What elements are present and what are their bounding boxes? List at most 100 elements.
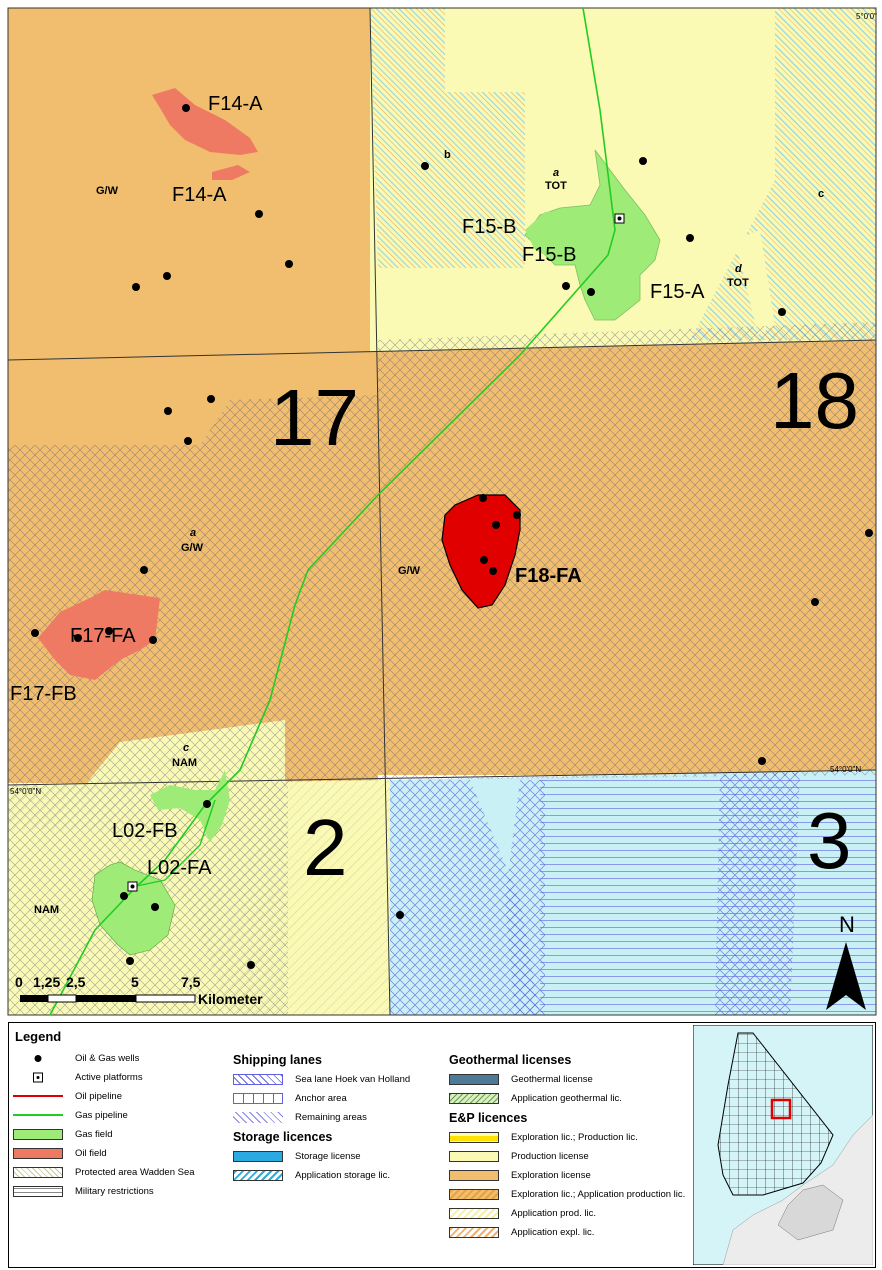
sea-lane-middle bbox=[505, 780, 545, 1015]
active-platforms bbox=[127, 213, 625, 892]
exploration-app-production-icon bbox=[449, 1188, 499, 1200]
gas-pipeline-main bbox=[49, 7, 616, 1016]
scale-tick-2: 2,5 bbox=[66, 974, 86, 990]
exploration-production-icon bbox=[449, 1131, 499, 1143]
license-letter-a-f15: a bbox=[553, 167, 559, 179]
scale-tick-1: 1,25 bbox=[33, 974, 60, 990]
diagonal-hatch-icon bbox=[13, 1166, 63, 1178]
legend-label-ep-6: Application expl. lic. bbox=[511, 1226, 595, 1238]
sea-lane-east bbox=[715, 772, 800, 1015]
application-expl-icon bbox=[449, 1226, 499, 1238]
field-label-l02fb: L02-FB bbox=[112, 820, 178, 842]
license-letter-d: d bbox=[735, 263, 742, 275]
coord-label-right: 54°0'0"N bbox=[830, 765, 861, 774]
storage-application-c-orange bbox=[690, 8, 876, 340]
license-letter-b: b bbox=[444, 149, 451, 161]
field-label-f14a-1: F14-A bbox=[208, 93, 263, 115]
legend-label-geothermal: Geothermal license bbox=[511, 1073, 593, 1085]
production-area-d bbox=[735, 230, 775, 335]
production-license-icon bbox=[449, 1150, 499, 1162]
overview-inset-map bbox=[693, 1025, 873, 1265]
restricted-crosshatch bbox=[8, 322, 876, 1015]
legend-item-gas-pipeline: Gas pipeline bbox=[13, 1108, 128, 1122]
legend-item-ep-4: Exploration lic.; Application production… bbox=[449, 1187, 685, 1201]
field-label-f14a-2: F14-A bbox=[172, 184, 227, 206]
legend-label-ep-2: Production license bbox=[511, 1150, 589, 1162]
legend-label-ep-1: Exploration lic.; Production lic. bbox=[511, 1131, 638, 1143]
legend-item-ep-3: Exploration license bbox=[449, 1168, 591, 1182]
green-fill-icon bbox=[13, 1128, 63, 1140]
scale-unit: Kilometer bbox=[198, 991, 263, 1007]
legend-label-wadden: Protected area Wadden Sea bbox=[75, 1166, 195, 1178]
legend-item-sea-lane: Sea lane Hoek van Holland bbox=[233, 1072, 410, 1086]
license-letter-c-l02: c bbox=[183, 742, 189, 754]
operator-label-nam-l02: NAM bbox=[34, 904, 59, 916]
operator-label-tot-d: TOT bbox=[727, 277, 749, 289]
well-dot-icon bbox=[34, 1054, 42, 1062]
sea-lane-icon bbox=[233, 1073, 283, 1085]
shipping-heading: Shipping lanes bbox=[233, 1053, 322, 1067]
operator-label-gw-f14: G/W bbox=[96, 185, 119, 197]
legend-label-anchor: Anchor area bbox=[295, 1092, 347, 1104]
field-label-f15b-2: F15-B bbox=[522, 244, 576, 266]
geothermal-heading: Geothermal licenses bbox=[449, 1053, 572, 1067]
storage-application-b-bg bbox=[370, 8, 525, 268]
legend-item-remaining: Remaining areas bbox=[233, 1110, 367, 1124]
legend-label-ep-3: Exploration license bbox=[511, 1169, 591, 1181]
legend-label-gas-pipeline: Gas pipeline bbox=[75, 1109, 128, 1121]
legend-item-gas-field: Gas field bbox=[13, 1127, 113, 1141]
legend-label-ep-5: Application prod. lic. bbox=[511, 1207, 597, 1219]
license-map: 17 18 2 3 F14-A F14-A F15-B F15-B F15-A … bbox=[7, 7, 877, 1016]
application-prod-icon bbox=[449, 1207, 499, 1219]
red-line-icon bbox=[13, 1095, 63, 1097]
storage-heading: Storage licences bbox=[233, 1130, 333, 1144]
gas-field-l02fb bbox=[150, 770, 230, 842]
legend-label-storage-app: Application storage lic. bbox=[295, 1169, 391, 1181]
gas-pipeline-l02 bbox=[131, 799, 216, 888]
block-number-18: 18 bbox=[770, 356, 859, 445]
geothermal-application-icon bbox=[449, 1092, 499, 1104]
operator-label-gw-f18: G/W bbox=[398, 565, 421, 577]
legend-item-storage: Storage license bbox=[233, 1149, 360, 1163]
license-letter-a-f17: a bbox=[190, 527, 196, 539]
north-arrow: N bbox=[826, 912, 866, 1010]
legend-title: Legend bbox=[15, 1029, 62, 1044]
oil-field-f17 bbox=[38, 590, 160, 680]
license-letter-c-f15: c bbox=[818, 188, 824, 200]
horizontal-lines-icon bbox=[13, 1185, 63, 1197]
anchor-area-icon bbox=[233, 1092, 283, 1104]
legend-label-remaining: Remaining areas bbox=[295, 1111, 367, 1123]
gas-field-f15 bbox=[524, 149, 661, 321]
legend-label-wells: Oil & Gas wells bbox=[75, 1052, 140, 1064]
field-label-f15a: F15-A bbox=[650, 281, 705, 303]
legend-item-ep-2: Production license bbox=[449, 1149, 589, 1163]
oil-field-f14a-small bbox=[212, 165, 250, 180]
legend-item-military: Military restrictions bbox=[13, 1184, 154, 1198]
field-label-l02fa: L02-FA bbox=[147, 857, 212, 879]
legend-label-gas-field: Gas field bbox=[75, 1128, 113, 1140]
legend-item-oil-pipeline: Oil pipeline bbox=[13, 1089, 122, 1103]
coord-label-left: 54°0'0"N bbox=[10, 787, 41, 796]
oil-field-f18fa bbox=[441, 494, 521, 609]
field-label-f17fb: F17-FB bbox=[10, 683, 77, 705]
storage-license-icon bbox=[233, 1150, 283, 1162]
legend-item-wadden: Protected area Wadden Sea bbox=[13, 1165, 195, 1179]
geothermal-license-icon bbox=[449, 1073, 499, 1085]
remaining-areas-icon bbox=[233, 1111, 283, 1123]
legend-label-oil-pipeline: Oil pipeline bbox=[75, 1090, 122, 1102]
platform-square-icon bbox=[33, 1072, 43, 1082]
military-lines bbox=[540, 775, 876, 1015]
legend-item-wells: Oil & Gas wells bbox=[13, 1051, 139, 1065]
operator-label-tot-a: TOT bbox=[545, 180, 567, 192]
legend-item-oil-field: Oil field bbox=[13, 1146, 107, 1160]
legend-panel: Legend Oil & Gas wells Active platforms … bbox=[8, 1022, 876, 1268]
block-number-3: 3 bbox=[807, 796, 852, 885]
legend-label-sea-lane: Sea lane Hoek van Holland bbox=[295, 1073, 411, 1085]
legend-label-oil-field: Oil field bbox=[75, 1147, 107, 1159]
legend-label-ep-4: Exploration lic.; Application production… bbox=[511, 1188, 686, 1200]
field-label-f17fa: F17-FA bbox=[70, 625, 136, 647]
legend-item-ep-5: Application prod. lic. bbox=[449, 1206, 596, 1220]
block-number-2: 2 bbox=[303, 803, 348, 892]
salmon-fill-icon bbox=[13, 1147, 63, 1159]
coord-label-top: 5°0'0" bbox=[856, 12, 877, 21]
